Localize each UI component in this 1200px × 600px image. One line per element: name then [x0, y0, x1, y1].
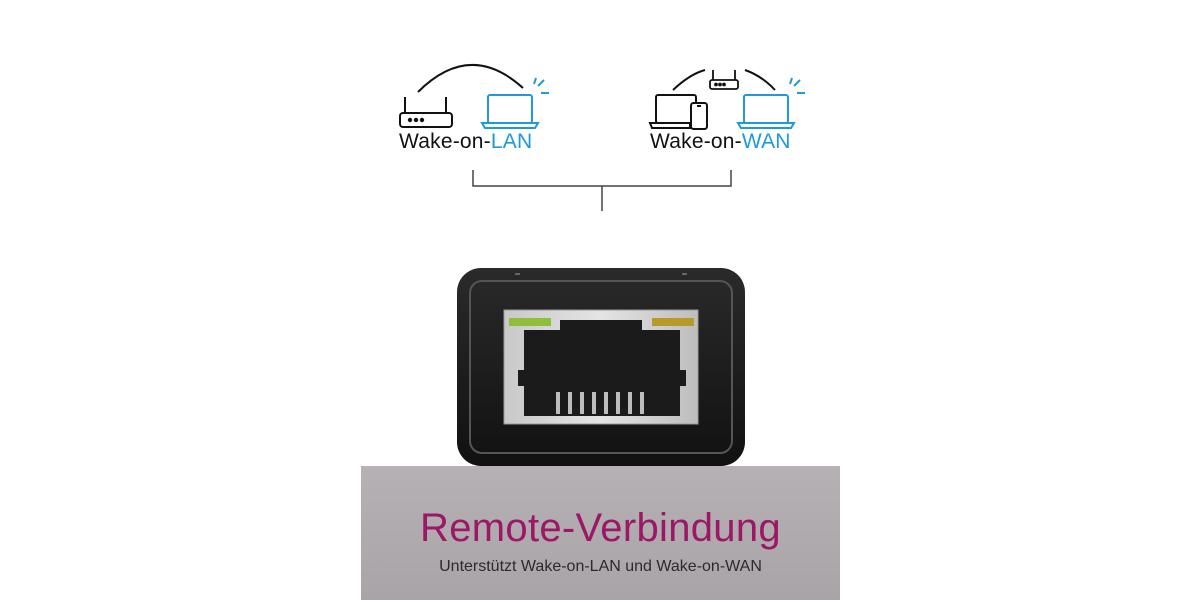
text-banner: Remote-Verbindung Unterstützt Wake-on-LA… — [361, 466, 840, 600]
banner-headline: Remote-Verbindung — [420, 506, 781, 550]
wake-on-wan-prefix: Wake-on- — [650, 130, 742, 153]
rj45-socket — [524, 320, 680, 416]
led-right — [652, 318, 694, 326]
router-icon — [399, 97, 453, 128]
adapter-face — [469, 280, 733, 454]
wake-on-lan-label: Wake-on-LAN — [399, 130, 532, 154]
banner-subline: Unterstützt Wake-on-LAN und Wake-on-WAN — [439, 558, 762, 575]
wake-on-lan-prefix: Wake-on- — [399, 130, 491, 153]
laptop-icon — [480, 77, 549, 129]
led-left — [509, 318, 551, 326]
wan-connection-arc-right — [744, 69, 776, 91]
wan-connection-arc-left — [672, 69, 706, 91]
wake-on-lan-highlight: LAN — [490, 130, 533, 153]
laptop-icon — [736, 77, 805, 129]
lan-connection-arc — [417, 64, 524, 93]
wake-on-wan-highlight: WAN — [741, 130, 791, 153]
wake-on-wan-label: Wake-on-WAN — [650, 130, 791, 154]
smartphone-icon — [690, 102, 708, 130]
rj45-pins — [556, 392, 644, 414]
router-icon — [709, 70, 739, 90]
